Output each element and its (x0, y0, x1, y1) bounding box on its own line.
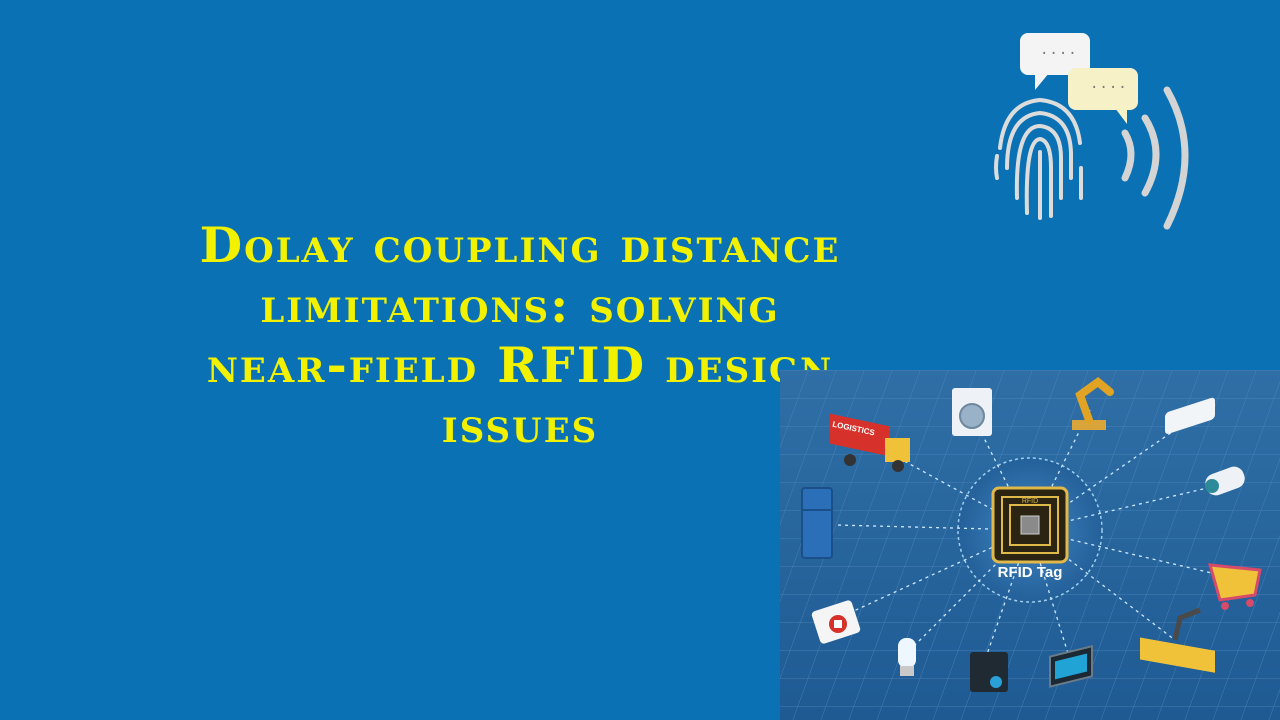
rfid-tag-label: RFID Tag (997, 564, 1063, 581)
fingerprint-icon (994, 97, 1083, 220)
assembly-line-icon (1140, 607, 1215, 673)
robot-arm-icon (1072, 376, 1114, 430)
refrigerator-icon (801, 487, 833, 559)
fingerprint-svg (994, 33, 1189, 230)
shopping-cart-icon (1207, 563, 1262, 610)
slide-title: Dolay coupling distance limitations: sol… (40, 215, 1000, 455)
first-aid-kit-icon (811, 600, 861, 644)
coffee-machine-icon (970, 652, 1008, 692)
bubble-dots: .... (1040, 42, 1078, 58)
rfid-network-graphic: RFID RFID Tag LOGISTICS (780, 370, 1280, 720)
title-line-2: limitations: solving (260, 276, 780, 334)
rfid-chip-icon (991, 486, 1069, 564)
security-camera-icon (1205, 466, 1245, 496)
chat-bubble-icon (1068, 68, 1138, 124)
washing-machine-icon (952, 388, 992, 436)
title-line-1: Dolay coupling distance (199, 216, 841, 274)
truck-icon (830, 413, 910, 472)
air-conditioner-icon (1165, 397, 1215, 434)
chip-label: RFID (1021, 498, 1039, 505)
title-line-3: near-field RFID design (206, 336, 834, 394)
monitor-icon (1049, 644, 1093, 688)
rfid-network-svg (780, 370, 1280, 720)
chat-bubble-icon (1020, 33, 1090, 90)
signal-waves-icon (1121, 86, 1189, 230)
title-line-4: issues (441, 396, 599, 454)
light-bulb-icon (898, 638, 916, 676)
bubble-dots: .... (1090, 76, 1128, 92)
fingerprint-signal-graphic: .... .... (985, 28, 1215, 243)
